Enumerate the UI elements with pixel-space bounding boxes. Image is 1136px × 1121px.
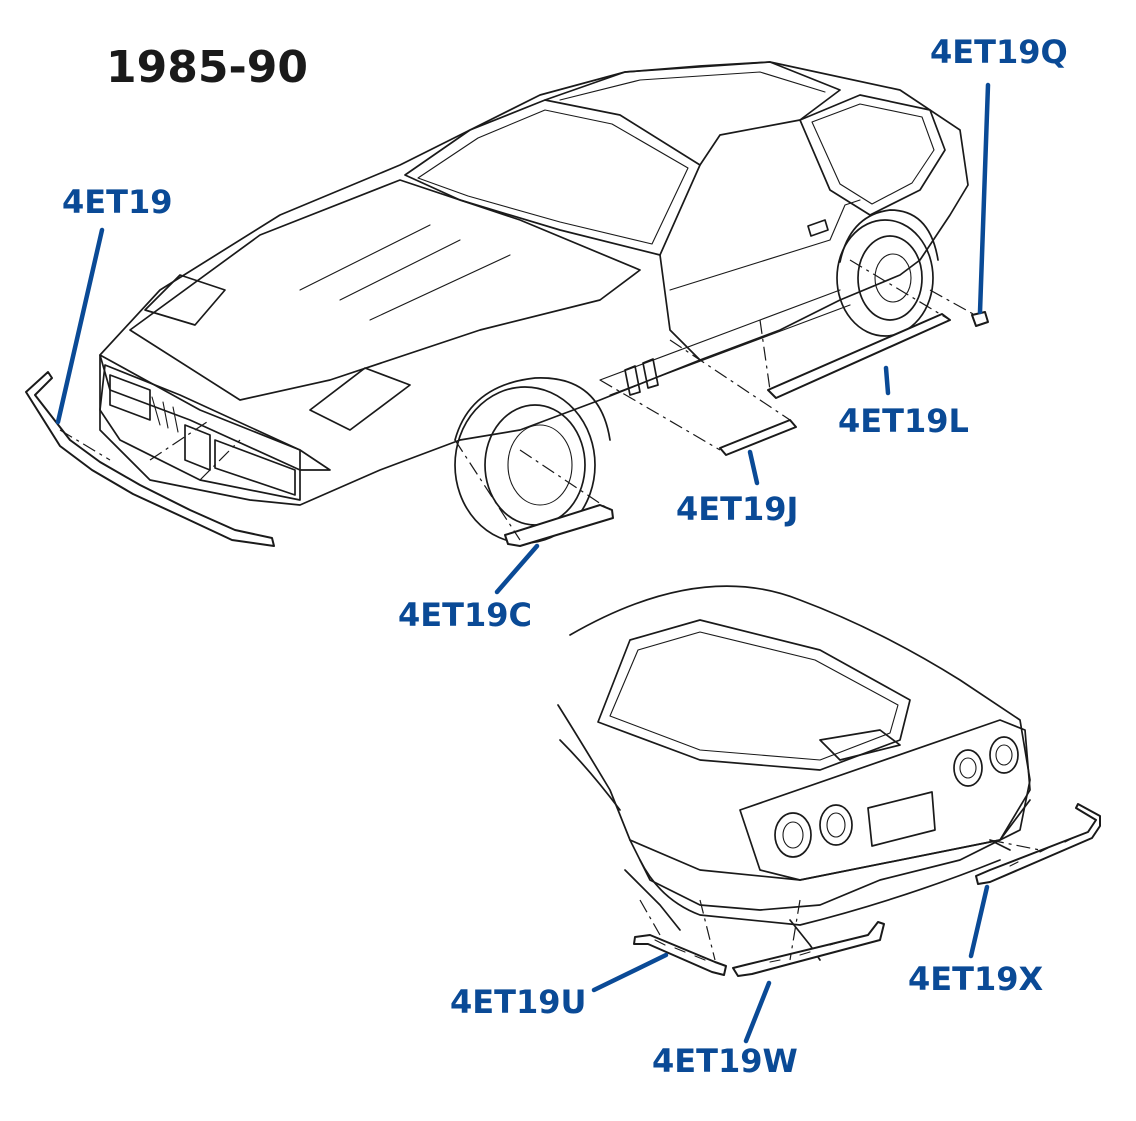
leader-4et19q (977, 82, 991, 315)
rear-lower-left-part (633, 934, 727, 976)
rear-lower-center-part (732, 921, 885, 977)
callout-4et19q: 4ET19Q (930, 33, 1068, 71)
front-lip-spoiler-part (25, 371, 275, 547)
leader-4et19x (968, 884, 990, 959)
year-range-title: 1985-90 (106, 42, 308, 93)
front-wheel-splash-guard-part (504, 504, 614, 547)
assembly-guide-lines (59, 259, 976, 541)
leader-4et19w (743, 980, 772, 1044)
callout-4et19w: 4ET19W (652, 1042, 798, 1080)
callout-4et19u: 4ET19U (450, 983, 586, 1021)
callout-4et19: 4ET19 (62, 183, 172, 221)
callout-4et19c: 4ET19C (398, 596, 532, 634)
callout-4et19x: 4ET19X (908, 960, 1043, 998)
leader-4et19c (494, 543, 540, 595)
callout-labels: 4ET19 4ET19Q 4ET19L 4ET19J 4ET19C 4ET19U… (62, 33, 1068, 1080)
leader-4et19j (747, 449, 760, 486)
front-rocker-part (719, 419, 797, 456)
leader-4et19 (55, 227, 105, 425)
callout-4et19l: 4ET19L (838, 402, 969, 440)
rear-lower-right-part (975, 803, 1101, 885)
callout-4et19j: 4ET19J (676, 490, 798, 528)
rear-wheel (836, 209, 939, 337)
leader-4et19u (591, 952, 669, 993)
rear-car-illustration (557, 585, 1031, 961)
leader-4et19l (883, 365, 891, 396)
rear-assembly-guide-lines (639, 839, 1041, 961)
callout-leader-lines (55, 82, 991, 1044)
front-car-illustration (99, 61, 969, 544)
